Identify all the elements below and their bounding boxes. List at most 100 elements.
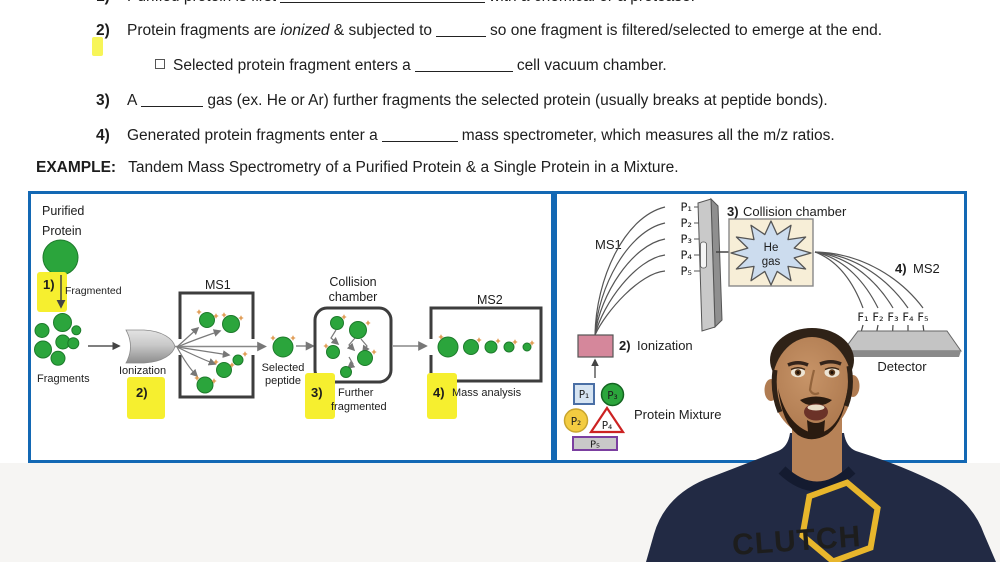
fragment-circles	[34, 313, 82, 366]
collision-fragment-circles	[326, 316, 373, 378]
note-line-2: 2)Protein fragments are ionized & subjec…	[96, 21, 882, 41]
protein-mixture-diagram: MS1 P₁ P₂ P₃ P₄ P₅ 3) Collision chamber …	[563, 197, 962, 451]
ionization-label: Ionization	[637, 338, 693, 353]
square-bullet-icon	[155, 59, 165, 69]
ms1-fan-arrows	[176, 326, 231, 378]
example-heading: EXAMPLE:Tandem Mass Spectrometry of a Pu…	[36, 159, 679, 177]
f1-label: F₁	[857, 310, 868, 324]
detector-plate-edge	[843, 351, 961, 357]
note-line-2-pre: Protein fragments are	[127, 22, 277, 39]
protein-p4-triangle	[588, 406, 626, 434]
f3-label: F₃	[887, 310, 899, 324]
selector-plate-slot	[700, 241, 707, 269]
protein-mixture-diagram-panel: MS1 P₁ P₂ P₃ P₄ P₅ 3) Collision chamber …	[554, 191, 967, 463]
step4-number: 4)	[433, 385, 445, 400]
f2-label: F₂	[872, 310, 883, 324]
step3-number: 3)	[727, 204, 739, 219]
protein-p5-text: P₅	[590, 440, 600, 451]
hexagon-logo-icon	[799, 479, 881, 562]
note-line-2-number: 2)	[96, 22, 110, 39]
ms2-entry-gap	[427, 339, 435, 355]
ionizer-cone	[125, 329, 176, 364]
clutch-logo: CLUTCH	[731, 479, 881, 562]
example-label: EXAMPLE:	[36, 159, 117, 176]
collision-chamber-label-line1: Collision	[329, 275, 376, 289]
instructor-beard	[778, 386, 848, 440]
worksheet-notes: 1)Purified protein is firstwith a chemic…	[0, 0, 1000, 190]
f4-label: F₄	[902, 310, 914, 324]
he-label: He	[764, 242, 779, 254]
protein-p2-circle	[563, 408, 589, 433]
protein-p2-text: P₂	[571, 416, 582, 428]
shirt-collar	[778, 466, 856, 492]
ms1-label: MS1	[595, 237, 622, 252]
collision-chamber-box	[313, 306, 393, 384]
purified-protein-label-line1: Purified	[42, 204, 84, 218]
fill-blank-sub	[414, 58, 513, 72]
step2-number: 2)	[619, 338, 631, 353]
instructor-nose	[808, 369, 820, 396]
left-eyebrow	[787, 361, 809, 367]
collision-chamber-label: Collision chamber	[743, 204, 847, 219]
p3-label: P₃	[680, 232, 692, 246]
step4-highlight	[427, 373, 457, 419]
ms1-fan-curves	[594, 206, 666, 336]
collision-zigzag-arrows	[330, 329, 370, 369]
mass-analysis-label: Mass analysis	[452, 387, 522, 399]
yellow-highlight-tick	[92, 37, 103, 56]
left-sideburn	[771, 369, 783, 413]
note-line-4-pre: Generated protein fragments enter a	[127, 127, 378, 144]
p1-label: P₁	[680, 200, 692, 214]
right-eyebrow	[819, 360, 842, 366]
note-line-3-pre: A	[127, 92, 138, 109]
note-line-1: 1)Purified protein is firstwith a chemic…	[96, 0, 695, 7]
step3-number: 3)	[311, 385, 323, 400]
fill-blank-3	[141, 93, 204, 107]
protein-p3-circle	[600, 382, 625, 407]
instructor-mustache	[800, 396, 832, 406]
protein-p3-text: P₃	[607, 390, 618, 402]
fragmented-label: Fragmented	[65, 285, 122, 297]
note-line-3-post: gas (ex. He or Ar) further fragments the…	[207, 92, 828, 109]
f5-label: F₅	[917, 310, 929, 324]
note-line-3-number: 3)	[96, 92, 110, 109]
ms2-label: MS2	[913, 261, 940, 276]
p5-label: P₅	[680, 264, 692, 278]
instructor-shirt	[646, 433, 996, 562]
ms1-ion-circles	[196, 312, 244, 394]
instructor-chin-beard	[807, 420, 825, 435]
fill-blank-4	[381, 128, 458, 142]
instructor-teeth	[807, 404, 825, 411]
instructor-eyes	[790, 367, 840, 378]
ms1-label: MS1	[205, 278, 231, 292]
ionization-label: Ionization	[119, 365, 166, 377]
right-sideburn	[843, 365, 853, 407]
step4-number: 4)	[895, 261, 907, 276]
purified-protein-diagram-panel: Purified Protein 1) Fragmented Fragments…	[28, 191, 554, 463]
step2-number: 2)	[136, 385, 148, 400]
note-sub-pre: Selected protein fragment enters a	[173, 57, 411, 74]
selected-peptide-label-line1: Selected	[262, 362, 305, 374]
protein-p1-square	[573, 383, 595, 405]
fill-blank-1	[280, 0, 486, 3]
instructor-face	[772, 337, 852, 435]
collision-chamber-label-line2: chamber	[329, 290, 378, 304]
protein-p5-rect	[572, 436, 618, 451]
note-line-1-post: with a chemical or a protease.	[489, 0, 695, 5]
further-label-line2: fragmented	[331, 401, 387, 413]
p4-label: P₄	[680, 248, 692, 262]
step3-highlight	[305, 373, 335, 419]
ionizer-box	[577, 334, 614, 358]
step2-highlight	[127, 377, 165, 419]
ms2-ion-circles	[437, 336, 532, 358]
selected-peptide-ion	[270, 335, 296, 358]
instructor-portrait: CLUTCH	[646, 328, 996, 562]
note-line-2-post: so one fragment is filtered/selected to …	[490, 22, 883, 39]
selected-peptide-label-line2: peptide	[265, 375, 301, 387]
protein-p4-text: P₄	[602, 420, 613, 432]
he-gas-starburst	[730, 220, 812, 286]
purified-protein-circle	[42, 239, 79, 276]
step1-number: 1)	[43, 277, 55, 292]
